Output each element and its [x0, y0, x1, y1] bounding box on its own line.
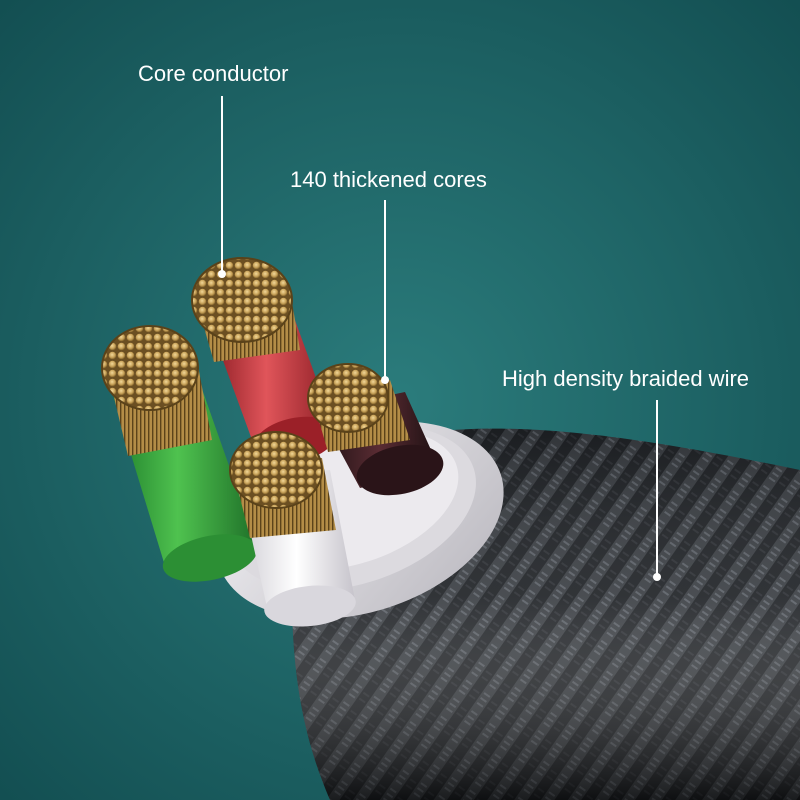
- leader-lines: [221, 96, 658, 575]
- label-braided-wire: High density braided wire: [502, 366, 750, 391]
- copper-strand-ends: [101, 257, 389, 509]
- label-thickened-cores: 140 thickened cores: [290, 167, 487, 192]
- leader-dots: [218, 270, 661, 581]
- label-core-conductor: Core conductor: [138, 61, 289, 86]
